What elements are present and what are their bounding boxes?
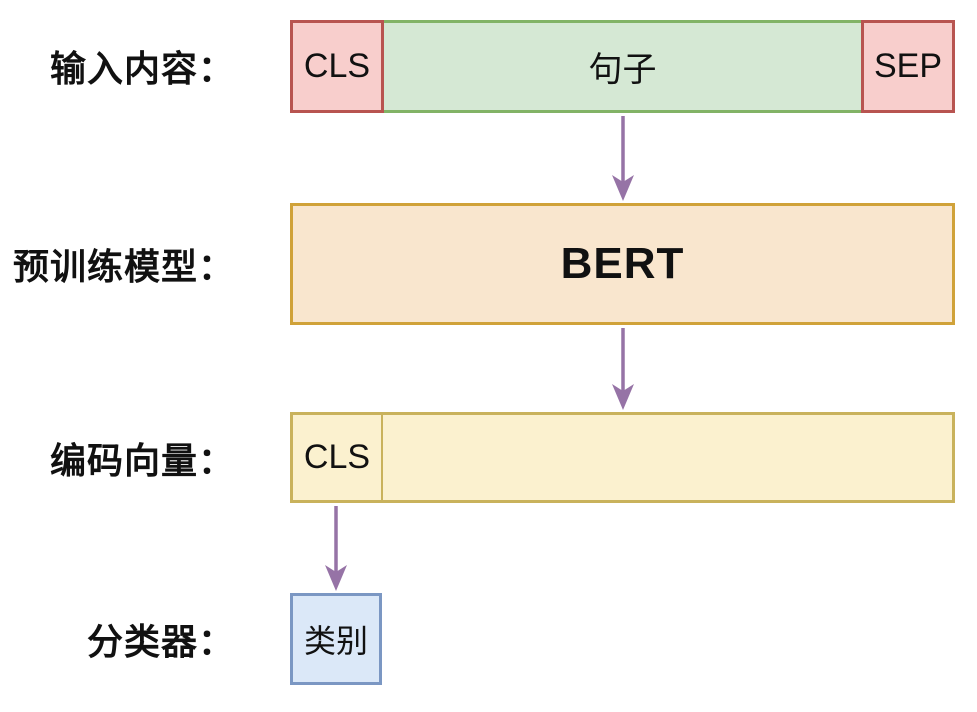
arrow-bert-to-encoding-icon	[612, 328, 634, 410]
class-output-box: 类别	[290, 593, 382, 685]
input-cls-token-box: CLS	[290, 20, 384, 113]
input-sep-token-box: SEP	[861, 20, 955, 113]
arrow-cls-to-class-icon	[325, 506, 347, 591]
encoding-row-label: 编码向量：	[49, 440, 235, 481]
encoding-cls-cell: CLS	[293, 415, 383, 500]
input-row-label: 输入内容：	[49, 48, 235, 89]
bert-model-box: BERT	[290, 203, 955, 325]
model-row-label: 预训练模型：	[12, 246, 235, 287]
arrow-input-to-bert-icon	[612, 116, 634, 201]
sentence-box: 句子	[290, 20, 955, 113]
input-token-bar: 句子 CLS SEP	[290, 20, 955, 113]
encoding-vector-bar: CLS	[290, 412, 955, 503]
classifier-row-label: 分类器：	[86, 621, 235, 662]
